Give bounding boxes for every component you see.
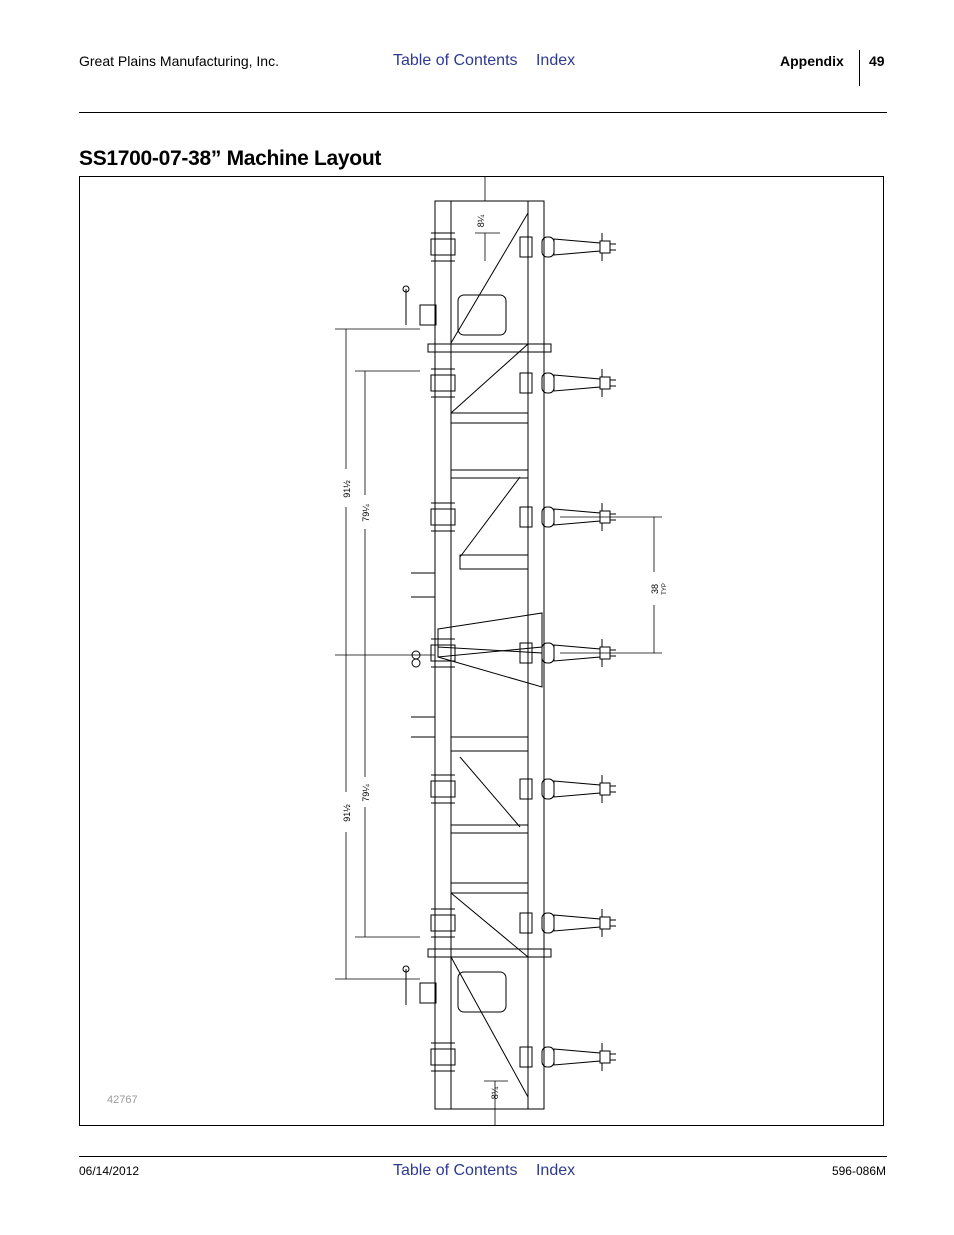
dim-row-spacing-note: TYP bbox=[662, 583, 668, 595]
footer-doc-number: 596-086M bbox=[831, 1164, 886, 1178]
header-nav: Table of Contents Index bbox=[393, 52, 589, 70]
dim-outer-span-bottom: 91½ bbox=[342, 804, 352, 822]
rail-clamp bbox=[430, 774, 456, 804]
left-toolbar-rail bbox=[434, 200, 452, 1110]
footer-toc-link[interactable]: Table of Contents bbox=[393, 1162, 518, 1179]
figure-number: 42767 bbox=[107, 1094, 138, 1106]
section-name: Appendix bbox=[780, 53, 844, 69]
rail-clamp bbox=[430, 638, 456, 668]
left-rail-clamps bbox=[430, 232, 456, 1072]
footer-nav: Table of Contents Index bbox=[393, 1162, 589, 1180]
company-name: Great Plains Manufacturing, Inc. bbox=[79, 53, 279, 69]
header-index-link[interactable]: Index bbox=[535, 52, 576, 69]
footer-date: 06/14/2012 bbox=[79, 1164, 140, 1178]
cross-members bbox=[427, 212, 552, 1098]
dim-inner-span-bottom: 79¼ bbox=[361, 784, 371, 802]
row-unit bbox=[519, 775, 616, 803]
page-number: 49 bbox=[869, 53, 885, 69]
header-divider bbox=[859, 50, 860, 86]
dim-row-spacing: 38 bbox=[650, 584, 660, 594]
row-unit bbox=[519, 639, 616, 667]
footer-rule bbox=[79, 1156, 887, 1157]
dim-inner-span-top: 79¼ bbox=[361, 504, 371, 522]
row-unit bbox=[519, 1043, 616, 1071]
rail-clamp bbox=[430, 502, 456, 532]
row-unit bbox=[519, 909, 616, 937]
dim-outer-span-top: 91½ bbox=[342, 480, 352, 498]
dim-end-offset-bottom: 8¼ bbox=[490, 1086, 500, 1099]
machine-layout-drawing: 8¼ 8¼ 91½ 79¼ 91½ 79¼ 38 TYP bbox=[335, 177, 668, 1125]
row-unit bbox=[519, 369, 616, 397]
row-unit bbox=[519, 233, 616, 261]
gauge-wheels bbox=[402, 285, 507, 1013]
rail-clamp bbox=[430, 1042, 456, 1072]
page-title: SS1700-07-38” Machine Layout bbox=[79, 147, 382, 170]
header-rule bbox=[79, 112, 887, 113]
rail-clamp bbox=[430, 368, 456, 398]
row-units bbox=[519, 233, 616, 1071]
rail-clamp bbox=[430, 232, 456, 262]
row-unit bbox=[519, 503, 616, 531]
dimension-labels: 8¼ 8¼ 91½ 79¼ 91½ 79¼ 38 TYP bbox=[342, 214, 668, 1099]
left-dimension-lines bbox=[335, 177, 508, 1125]
dim-end-offset-top: 8¼ bbox=[476, 214, 486, 227]
figure-frame: 8¼ 8¼ 91½ 79¼ 91½ 79¼ 38 TYP 42767 bbox=[79, 176, 884, 1126]
footer-index-link[interactable]: Index bbox=[535, 1162, 576, 1179]
header-toc-link[interactable]: Table of Contents bbox=[393, 52, 518, 69]
right-dimension-lines bbox=[560, 516, 662, 654]
rail-clamp bbox=[430, 908, 456, 938]
